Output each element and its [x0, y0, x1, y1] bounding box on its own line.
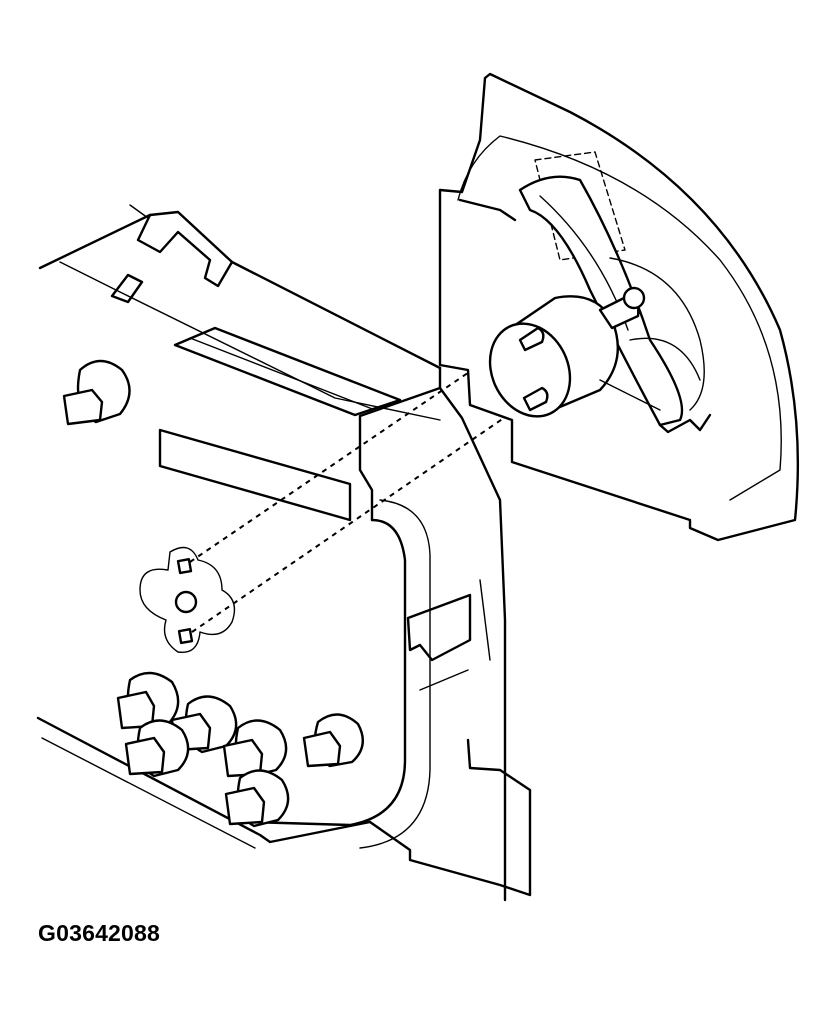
push-button-5 [222, 719, 288, 778]
housing-top-edge [38, 210, 442, 370]
housing-side-rib-2 [479, 579, 491, 661]
housing-side-slot [406, 593, 472, 662]
upper-square-hole [176, 558, 193, 575]
housing-inner-rim [359, 499, 431, 849]
knob-lower-pin [522, 386, 549, 412]
knob-upper-pin [518, 326, 545, 352]
housing-assembly [36, 204, 532, 902]
rotor-ring [609, 257, 705, 411]
selector-knob [488, 286, 661, 418]
housing-upper-tab [136, 213, 234, 288]
figure-code-label: G03642088 [38, 920, 161, 946]
housing-top-peg [110, 273, 144, 304]
plate-lower-lip [458, 198, 517, 222]
housing-side-rib [419, 669, 469, 691]
push-button-4 [124, 719, 190, 778]
lower-square-hole [177, 628, 194, 645]
housing-bottom-edge [36, 716, 372, 844]
center-hole [174, 590, 198, 614]
housing-front-corner [358, 366, 442, 522]
push-button-7 [302, 713, 364, 768]
housing-bottom-flange [368, 738, 532, 897]
lower-alignment-line [191, 397, 534, 633]
housing-bottom-inner [41, 737, 256, 849]
housing-channel-inner [189, 337, 376, 411]
arc-lever [518, 175, 684, 427]
plate-curved-edge [457, 135, 782, 501]
housing-top-channel [173, 326, 402, 417]
housing-right-side [438, 386, 507, 902]
shaft-tip [622, 286, 646, 310]
push-button-2 [116, 671, 180, 732]
housing-face-recess [158, 428, 352, 522]
cloverleaf-cutout [139, 546, 236, 654]
housing-rib-line [129, 204, 149, 219]
rotor-inner-arc [629, 337, 701, 381]
housing-inner-edge [59, 261, 441, 421]
push-button-6 [224, 769, 290, 828]
knob-face [488, 322, 572, 418]
mounting-hole [139, 546, 236, 654]
push-buttons [62, 359, 364, 828]
housing-inner-panel [248, 518, 407, 827]
shaft-rear-line [599, 379, 661, 411]
push-button-1 [62, 359, 131, 426]
lever-tab [658, 413, 712, 434]
